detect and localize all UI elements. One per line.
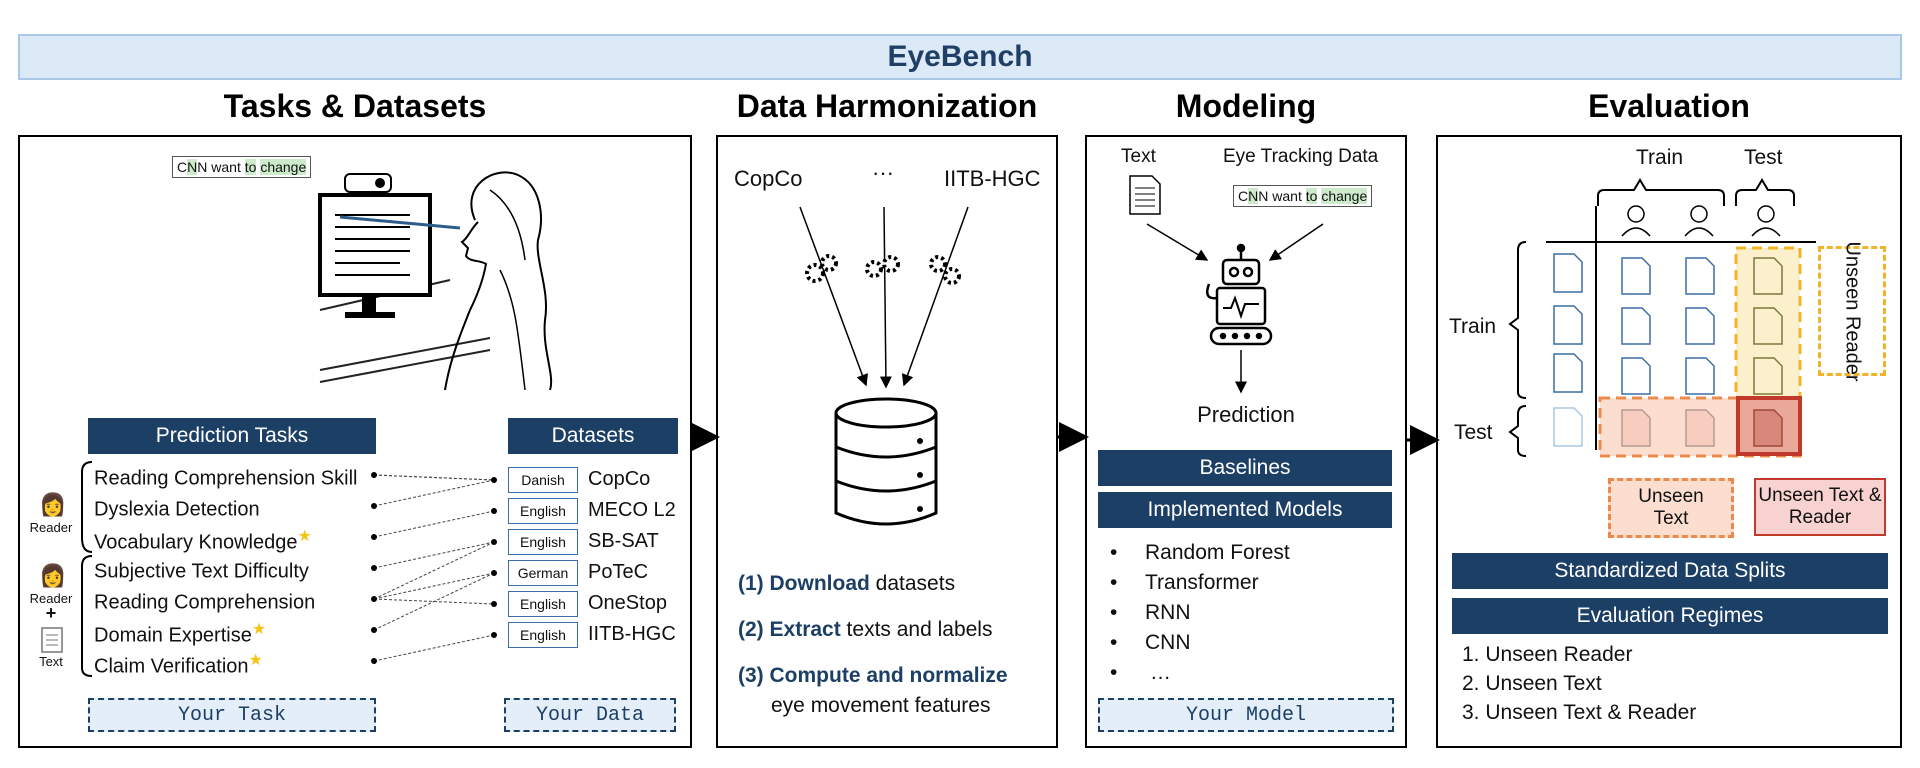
text-doc-icon	[41, 627, 63, 653]
unseen-reader-box: Unseen Reader	[1818, 241, 1886, 381]
modeling-diagram	[1146, 223, 1324, 394]
dataset-name: PoTeC	[588, 561, 649, 583]
implemented-models-header: Implemented Models	[1098, 492, 1392, 528]
prediction-tasks-header: Prediction Tasks	[88, 418, 376, 454]
reader-icon: 👩	[39, 563, 67, 588]
dataset-name: MECO L2	[588, 499, 676, 521]
datasets-header: Datasets	[508, 418, 678, 454]
your-data-placeholder: Your Data	[504, 698, 676, 732]
section-title-tasks: Tasks & Datasets	[223, 88, 487, 124]
source-dataset-ellipsis: ···	[872, 160, 894, 185]
baselines-header: Baselines	[1098, 450, 1392, 486]
model-bullet: •	[1110, 601, 1118, 624]
harmonization-step: (1) Download datasets	[738, 572, 956, 595]
task-item: Reading Comprehension Skill	[94, 467, 358, 490]
dataset-lang-badge: English	[508, 498, 578, 524]
model-item: RNN	[1145, 601, 1191, 624]
section-title-modeling: Modeling	[1175, 88, 1317, 124]
dataset-name: CopCo	[588, 468, 651, 490]
reader-label: Reader	[29, 591, 73, 606]
column-test-label: Test	[1744, 146, 1783, 169]
task-item: Claim Verification★	[94, 652, 263, 678]
row-train-label: Train	[1449, 315, 1497, 338]
gear-icon	[805, 254, 961, 285]
eye-tracking-label: Eye Tracking Data	[1223, 146, 1379, 167]
banner-title: EyeBench	[18, 34, 1902, 80]
model-bullet: •	[1110, 661, 1118, 684]
dataset-lang-badge: Danish	[508, 467, 578, 493]
evaluation-regimes-header: Evaluation Regimes	[1452, 598, 1888, 634]
model-item: Transformer	[1145, 571, 1259, 594]
standardized-splits-header: Standardized Data Splits	[1452, 553, 1888, 589]
task-brackets	[81, 461, 93, 677]
task-item: Reading Comprehension	[94, 591, 316, 614]
dataset-lang-badge: English	[508, 591, 578, 617]
dataset-lang-badge: English	[508, 529, 578, 555]
text-input-label: Text	[1121, 146, 1156, 167]
your-model-placeholder: Your Model	[1098, 698, 1394, 732]
task-item: Dyslexia Detection	[94, 498, 260, 521]
your-task-placeholder: Your Task	[88, 698, 376, 732]
evaluation-grid	[1508, 178, 1816, 458]
dataset-name: IITB-HGC	[588, 623, 676, 645]
modeling-panel	[1085, 135, 1407, 748]
source-dataset-right: IITB-HGC	[944, 166, 1041, 191]
section-title-evaluation: Evaluation	[1588, 88, 1750, 124]
harmonization-diagram	[799, 206, 969, 526]
unseen-text-box: Unseen Text	[1608, 478, 1734, 538]
model-bullet: •	[1110, 541, 1118, 564]
section-title-harmonization: Data Harmonization	[736, 88, 1038, 124]
harmonization-step-continued: eye movement features	[771, 694, 991, 717]
dataset-lang-badge: German	[508, 560, 578, 586]
harmonization-step: (3) Compute and normalize	[738, 664, 1008, 687]
text-label: Text	[39, 654, 63, 669]
model-bullet: •	[1110, 571, 1118, 594]
regime-item: 2. Unseen Text	[1462, 672, 1602, 695]
row-test-label: Test	[1454, 421, 1493, 444]
regime-item: 3. Unseen Text & Reader	[1462, 701, 1697, 724]
source-dataset-left: CopCo	[734, 166, 803, 191]
model-bullet: •	[1110, 631, 1118, 654]
task-item: Subjective Text Difficulty	[94, 560, 309, 583]
plus-sign: +	[45, 603, 57, 623]
model-item: Random Forest	[1145, 541, 1290, 564]
task-dataset-links	[371, 472, 497, 664]
robot-icon	[1206, 243, 1273, 346]
harmonization-step: (2) Extract texts and labels	[738, 618, 993, 641]
regime-item: 1. Unseen Reader	[1462, 643, 1633, 666]
reader-icon: 👩	[39, 492, 67, 517]
unseen-text-reader-box: Unseen Text & Reader	[1754, 478, 1886, 536]
column-train-label: Train	[1636, 146, 1684, 169]
task-item: Vocabulary Knowledge★	[94, 528, 312, 554]
dataset-name: OneStop	[588, 592, 667, 614]
document-icon	[1129, 175, 1161, 215]
task-item: Domain Expertise★	[94, 621, 267, 647]
prediction-label: Prediction	[1197, 402, 1295, 427]
dataset-lang-badge: English	[508, 622, 578, 648]
database-icon	[834, 397, 938, 526]
reader-illustration	[318, 171, 553, 390]
reader-label: Reader	[29, 520, 73, 535]
person-icon	[1621, 205, 1781, 237]
model-item: CNN	[1145, 631, 1191, 654]
model-item: …	[1150, 661, 1171, 684]
dataset-name: SB-SAT	[588, 530, 659, 552]
